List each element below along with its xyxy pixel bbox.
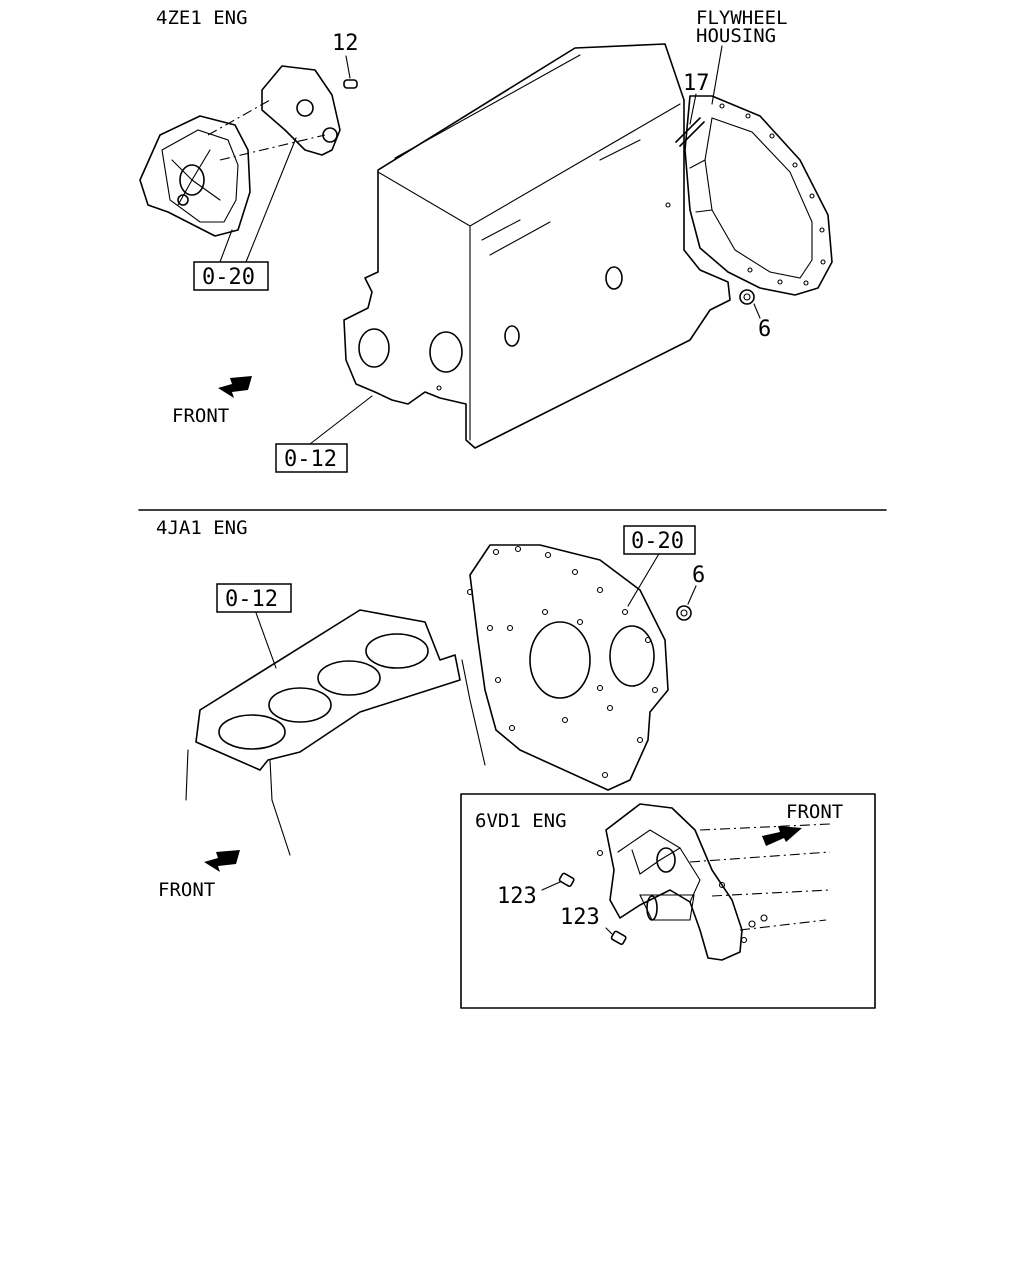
reference-label-0-20: 0-20 — [202, 265, 255, 290]
part-6-nut — [676, 605, 692, 621]
bore-hole — [504, 325, 520, 347]
flywheel-housing-label-line2: HOUSING — [696, 25, 776, 47]
section-title-4ze1: 4ZE1 ENG — [156, 7, 248, 29]
leader-line — [627, 551, 661, 607]
part-6-nut — [739, 289, 755, 305]
engine-block-4ze1 — [343, 43, 731, 449]
leader-line — [711, 45, 723, 105]
reference-label-0-12: 0-12 — [284, 447, 337, 472]
leader-line — [345, 55, 351, 79]
head-gasket — [185, 609, 486, 856]
rear-housing-6vd1 — [596, 803, 831, 961]
front-label-top: FRONT — [172, 405, 229, 427]
front-direction-arrow — [762, 826, 802, 846]
reference-box-0-20 — [623, 525, 696, 555]
callout-6: 6 — [758, 317, 771, 342]
part-12-pin — [343, 79, 358, 89]
callout-123-lower: 123 — [560, 905, 600, 930]
callout-17: 17 — [683, 71, 710, 96]
leader-line — [605, 927, 613, 935]
inset-title-6vd1: 6VD1 ENG — [475, 810, 567, 832]
leader-line — [254, 609, 277, 669]
engine-front-plate — [466, 544, 669, 791]
bore-hole — [358, 328, 390, 368]
leader-line — [753, 303, 761, 319]
front-direction-arrow — [204, 850, 240, 872]
section-4ze1: 4ZE1 ENG — [139, 7, 833, 473]
reference-label-0-20-bottom: 0-20 — [631, 529, 684, 554]
callout-123-upper: 123 — [497, 884, 537, 909]
part-17-stud — [675, 117, 705, 147]
callout-6-bottom: 6 — [692, 563, 705, 588]
leader-line — [219, 137, 297, 263]
section-title-4ja1: 4JA1 ENG — [156, 517, 248, 539]
bore-hole — [605, 266, 623, 290]
leader-line — [309, 395, 373, 445]
front-label-bottom: FRONT — [158, 879, 215, 901]
front-plate — [207, 65, 341, 161]
flywheel-housing — [684, 95, 833, 296]
part-123-dowel — [610, 930, 627, 946]
front-direction-arrow — [218, 376, 252, 398]
bore-hole — [429, 331, 463, 373]
section-4ja1: 4JA1 ENG 0-12 — [156, 517, 705, 901]
callout-12: 12 — [332, 31, 359, 56]
reference-box-0-20 — [193, 261, 269, 291]
timing-case-cover — [139, 115, 251, 237]
reference-box-0-12 — [216, 583, 292, 613]
front-label-inset: FRONT — [786, 801, 843, 823]
leader-line — [541, 881, 561, 891]
plate-bolt-holes — [466, 545, 659, 779]
part-123-dowel — [558, 872, 575, 888]
reference-box-0-12 — [275, 443, 348, 473]
leader-line — [689, 93, 697, 125]
inset-6vd1: 6VD1 ENG 123 123 FRONT — [460, 793, 876, 1009]
leader-line — [687, 585, 697, 605]
reference-label-0-12-bottom: 0-12 — [225, 587, 278, 612]
flywheel-housing-label-line1: FLYWHEEL — [696, 7, 788, 29]
housing-bolt-holes — [719, 103, 826, 286]
inset-frame — [460, 793, 876, 1009]
